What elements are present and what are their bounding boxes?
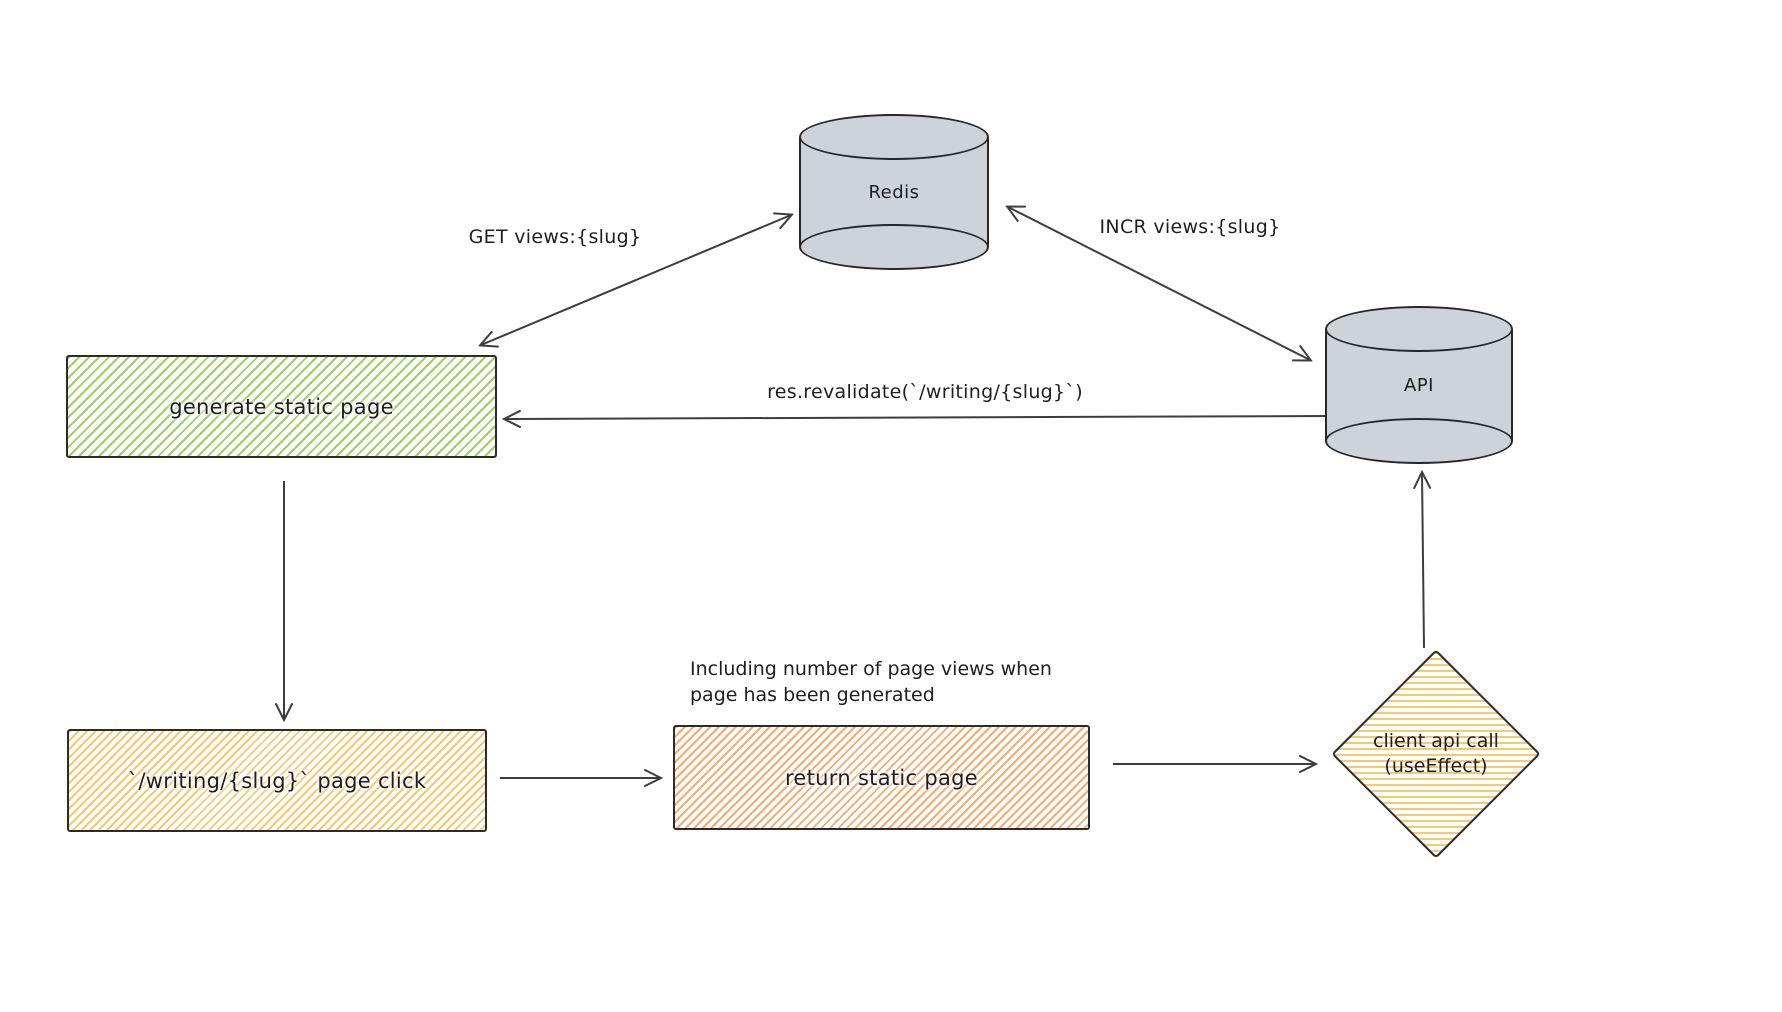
edge-incr-views	[1008, 207, 1310, 360]
generate-static-page-label: generate static page	[169, 394, 394, 419]
edge-get-views	[481, 215, 791, 345]
page-views-note: Including number of page views when page…	[690, 656, 1052, 708]
edge-client-to-api	[1422, 473, 1424, 649]
revalidate-edge-label: res.revalidate(`/writing/{slug}`)	[767, 381, 1083, 403]
redis-cylinder-top	[799, 114, 989, 160]
client-api-call-node: client api call (useEffect)	[1331, 649, 1541, 859]
page-views-note-line2: page has been generated	[690, 684, 935, 706]
get-views-edge-label: GET views:{slug}	[468, 226, 642, 248]
api-cylinder: API	[1325, 306, 1513, 464]
redis-cylinder-bottom	[799, 224, 989, 270]
page-click-label: `/writing/{slug}` page click	[127, 768, 427, 793]
redis-cylinder: Redis	[799, 114, 989, 270]
page-views-note-line1: Including number of page views when	[690, 658, 1052, 680]
return-static-page-label: return static page	[784, 765, 979, 790]
return-static-page-node: return static page	[673, 725, 1090, 830]
client-api-call-label-line2: (useEffect)	[1384, 755, 1488, 777]
api-cylinder-top	[1325, 306, 1513, 352]
edge-revalidate	[505, 416, 1331, 419]
generate-static-page-node: generate static page	[66, 355, 497, 458]
client-api-call-label: client api call (useEffect)	[1336, 729, 1536, 779]
incr-views-edge-label: INCR views:{slug}	[1099, 216, 1281, 238]
page-click-node: `/writing/{slug}` page click	[67, 729, 487, 832]
redis-label: Redis	[868, 181, 920, 203]
api-label: API	[1404, 374, 1434, 396]
client-api-call-label-line1: client api call	[1373, 730, 1499, 752]
api-cylinder-bottom	[1325, 418, 1513, 464]
